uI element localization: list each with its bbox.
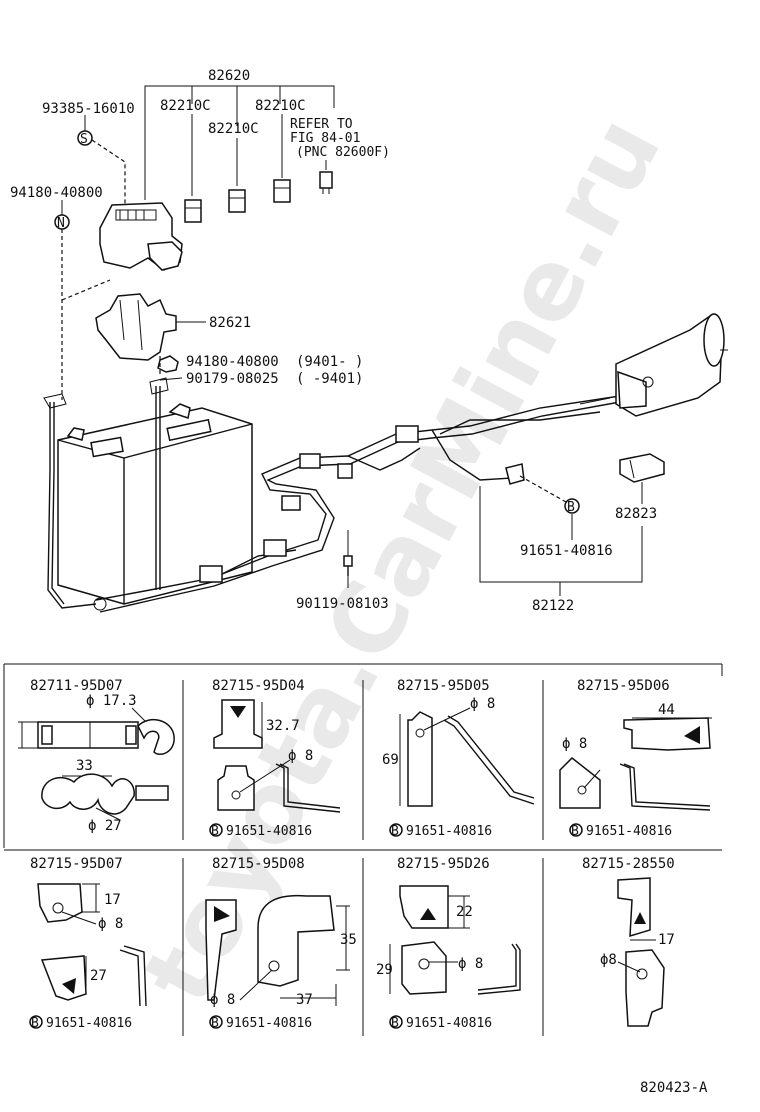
bolt-part-number: 91651-40816 xyxy=(586,824,672,839)
note-9401-to: ( -9401) xyxy=(296,371,363,387)
label-82621: 82621 xyxy=(209,315,251,331)
label-82823: 82823 xyxy=(615,506,657,522)
wire-harness-icon xyxy=(93,395,621,613)
bolt-symbol-icon xyxy=(564,498,580,514)
label-82122: 82122 xyxy=(532,598,574,614)
detail-82715-95d07: 82715-95D07 17 ϕ 8 27 B 91651-40816 xyxy=(29,856,147,1031)
label-82620: 82620 xyxy=(208,68,250,84)
symbol-b: B xyxy=(211,824,219,839)
symbol-s: S xyxy=(80,132,88,147)
label-refer-fig: FIG 84-01 xyxy=(290,131,360,146)
fuse-icon xyxy=(184,199,202,223)
detail-82715-95d06: 82715-95D06 44 ϕ 8 B 91651-40816 xyxy=(559,678,712,839)
bolt-part-number: 91651-40816 xyxy=(226,1016,312,1031)
label-82210c-2: 82210C xyxy=(255,98,306,114)
detail-part-number: 82715-28550 xyxy=(582,856,675,872)
label-94180-40800-b: 94180-40800 xyxy=(186,354,279,370)
dim-label: ϕ 8 xyxy=(210,992,235,1008)
dim-label: 17 xyxy=(104,892,121,908)
dim-label: 27 xyxy=(90,968,107,984)
fuse-icon xyxy=(273,179,291,203)
symbol-b: B xyxy=(567,500,575,515)
detail-82715-28550: 82715-28550 17 ϕ8 xyxy=(582,856,675,1027)
label-94180-40800-a: 94180-40800 xyxy=(10,185,103,201)
label-90179-08025: 90179-08025 xyxy=(186,371,279,387)
dim-label: ϕ 8 xyxy=(98,916,123,932)
detail-82715-95d05: 82715-95D05 ϕ 8 69 B 91651-40816 xyxy=(382,678,535,839)
relay-block-icon xyxy=(99,202,183,271)
label-refer-to: REFER TO xyxy=(290,117,353,132)
detail-82715-95d08: 82715-95D08 ϕ 8 35 37 B 91651-40816 xyxy=(205,856,357,1031)
dim-label: ϕ 27 xyxy=(88,818,122,834)
dim-label: 44 xyxy=(658,702,675,718)
detail-part-number: 82715-95D05 xyxy=(397,678,490,694)
detail-82715-95d26: 82715-95D26 22 ϕ 8 29 B 91651-40816 xyxy=(376,856,521,1031)
note-9401-from: (9401- ) xyxy=(296,354,363,370)
dim-label: 69 xyxy=(382,752,399,768)
nut-icon xyxy=(157,355,179,373)
bolt-symbol-icon xyxy=(389,1015,403,1029)
dim-label: 32.7 xyxy=(266,718,300,734)
dim-label: ϕ 8 xyxy=(458,956,483,972)
dim-label: ϕ 8 xyxy=(470,696,495,712)
bolt-part-number: 91651-40816 xyxy=(46,1016,132,1031)
label-93385-16010: 93385-16010 xyxy=(42,101,135,117)
bolt-symbol-icon xyxy=(209,1015,223,1029)
dim-label: ϕ8 xyxy=(600,952,617,968)
starter-motor-icon xyxy=(615,313,728,417)
main-assembly: 82620 93385-16010 82210C 82210C 82210C R… xyxy=(10,68,728,614)
connector-icon xyxy=(619,453,665,483)
symbol-b: B xyxy=(391,1016,399,1031)
bolt-part-number: 91651-40816 xyxy=(406,1016,492,1031)
bolt-symbol-icon xyxy=(29,1015,43,1029)
battery-icon xyxy=(57,403,253,605)
label-90119-08103: 90119-08103 xyxy=(296,596,389,612)
dim-label: 33 xyxy=(76,758,93,774)
dim-label: 29 xyxy=(376,962,393,978)
bolt-symbol-icon xyxy=(209,823,223,837)
detail-grid xyxy=(3,663,723,1036)
label-refer-pnc: (PNC 82600F) xyxy=(296,145,390,160)
symbol-b: B xyxy=(571,824,579,839)
dim-label: 17 xyxy=(658,932,675,948)
dim-label: ϕ 17.3 xyxy=(86,693,137,709)
bracket-82621-icon xyxy=(95,293,177,361)
dim-label: ϕ 8 xyxy=(288,748,313,764)
detail-part-number: 82715-95D06 xyxy=(577,678,670,694)
symbol-b: B xyxy=(391,824,399,839)
detail-part-number: 82715-95D26 xyxy=(397,856,490,872)
diagram-code: 820423-A xyxy=(640,1080,708,1096)
dim-label: 37 xyxy=(296,992,313,1008)
detail-82711-95d07: 82711-95D07 ϕ 17.3 33 ϕ 27 xyxy=(18,678,175,834)
label-82210c-3: 82210C xyxy=(208,121,259,137)
fuse-icon xyxy=(228,189,246,213)
detail-part-number: 82715-95D04 xyxy=(212,678,305,694)
detail-part-number: 82715-95D07 xyxy=(30,856,123,872)
dim-label: ϕ 8 xyxy=(562,736,587,752)
dim-label: 22 xyxy=(456,904,473,920)
detail-82715-95d04: 82715-95D04 32.7 ϕ 8 B 91651-40816 xyxy=(209,678,341,839)
label-91651-40816: 91651-40816 xyxy=(520,543,613,559)
detail-part-number: 82715-95D08 xyxy=(212,856,305,872)
dim-label: 35 xyxy=(340,932,357,948)
bolt-part-number: 91651-40816 xyxy=(406,824,492,839)
label-82210c-1: 82210C xyxy=(160,98,211,114)
symbol-b: B xyxy=(31,1016,39,1031)
bolt-part-number: 91651-40816 xyxy=(226,824,312,839)
bolt-symbol-icon xyxy=(569,823,583,837)
bolt-symbol-icon xyxy=(389,823,403,837)
detail-part-number: 82711-95D07 xyxy=(30,678,123,694)
fuse-icon xyxy=(319,171,333,194)
symbol-b: B xyxy=(211,1016,219,1031)
symbol-n: N xyxy=(57,216,65,231)
